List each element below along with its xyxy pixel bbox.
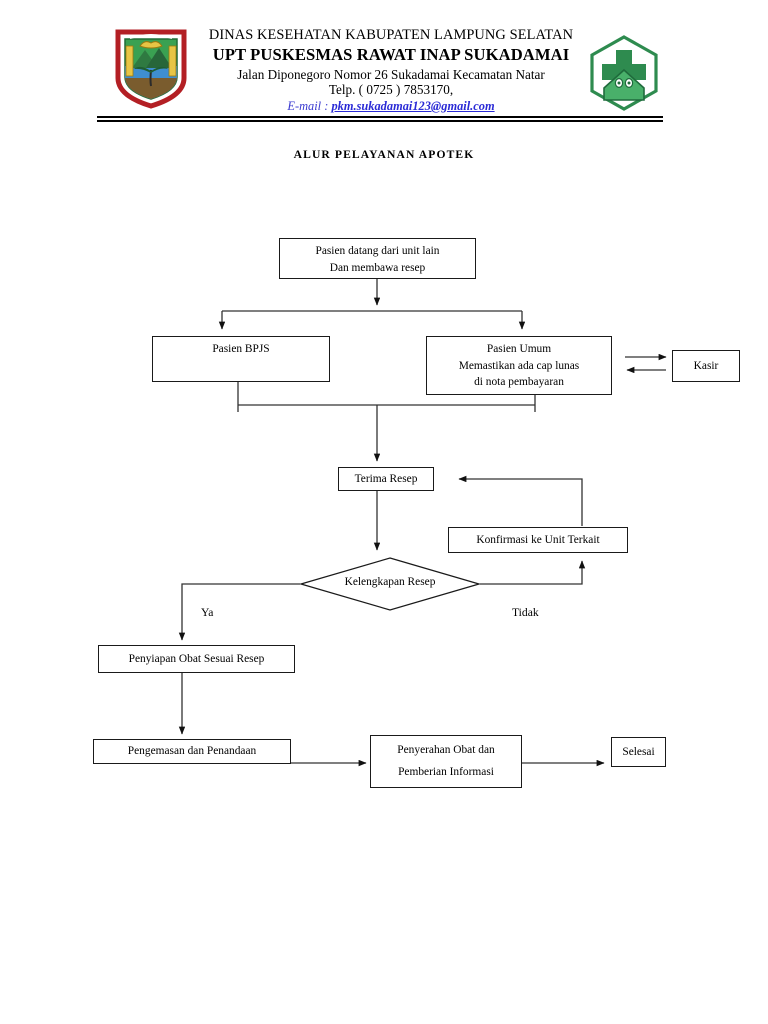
email-label: E-mail : (287, 98, 329, 113)
flow-node-penyerahan-obat-line2: Pemberian Informasi (398, 765, 494, 778)
flow-node-start-line2: Dan membawa resep (329, 261, 426, 274)
flow-node-kasir[interactable]: Kasir (672, 350, 740, 382)
organization-parent-name: DINAS KESEHATAN KABUPATEN LAMPUNG SELATA… (208, 27, 574, 43)
flow-node-selesai[interactable]: Selesai (611, 737, 666, 767)
organization-name: UPT PUSKESMAS RAWAT INAP SUKADAMAI (212, 44, 570, 64)
organization-phone: Telp. ( 0725 ) 7853170, (328, 82, 454, 98)
branch-label-tidak: Tidak (512, 606, 539, 619)
flow-node-kasir-label: Kasir (693, 359, 719, 372)
puskesmas-logo-icon (586, 34, 662, 112)
flow-node-pasien-bpjs-label: Pasien BPJS (212, 343, 270, 355)
flow-node-pasien-bpjs[interactable]: Pasien BPJS (152, 336, 330, 382)
letterhead-text: DINAS KESEHATAN KABUPATEN LAMPUNG SELATA… (196, 27, 586, 113)
page-title: ALUR PELAYANAN APOTEK (293, 148, 475, 161)
flow-node-kelengkapan-resep[interactable]: Kelengkapan Resep (298, 557, 482, 611)
organization-email-line: E-mail : pkm.sukadamai123@gmail.com (196, 99, 586, 114)
flow-node-terima-resep-label: Terima Resep (354, 472, 418, 485)
flow-node-start[interactable]: Pasien datang dari unit lain Dan membawa… (279, 238, 476, 279)
email-address-link[interactable]: pkm.sukadamai123@gmail.com (331, 98, 495, 113)
lampung-selatan-regency-emblem-icon (112, 26, 190, 110)
flow-node-konfirmasi-unit-terkait[interactable]: Konfirmasi ke Unit Terkait (448, 527, 628, 553)
letterhead: DINAS KESEHATAN KABUPATEN LAMPUNG SELATA… (0, 0, 768, 132)
flow-node-selesai-label: Selesai (622, 745, 655, 758)
flow-node-pasien-umum-line2: Memastikan ada cap lunas (458, 359, 580, 372)
branch-label-ya: Ya (201, 606, 214, 619)
flow-node-pasien-umum[interactable]: Pasien Umum Memastikan ada cap lunas di … (426, 336, 612, 395)
flow-node-pengemasan-penandaan[interactable]: Pengemasan dan Penandaan (93, 739, 291, 764)
flow-node-terima-resep[interactable]: Terima Resep (338, 467, 434, 491)
flow-node-penyiapan-obat[interactable]: Penyiapan Obat Sesuai Resep (98, 645, 295, 673)
flow-node-penyiapan-obat-label: Penyiapan Obat Sesuai Resep (128, 652, 265, 665)
flow-node-penyerahan-obat[interactable]: Penyerahan Obat dan Pemberian Informasi (370, 735, 522, 788)
flow-node-penyerahan-obat-line1: Penyerahan Obat dan (397, 744, 495, 756)
flow-node-start-line1: Pasien datang dari unit lain (315, 245, 440, 257)
flow-node-pengemasan-penandaan-label: Pengemasan dan Penandaan (127, 745, 257, 758)
flow-node-kelengkapan-resep-label: Kelengkapan Resep (344, 576, 436, 588)
organization-address: Jalan Diponegoro Nomor 26 Sukadamai Keca… (237, 66, 545, 82)
header-divider (97, 116, 663, 122)
flow-node-pasien-umum-line3: di nota pembayaran (474, 376, 564, 389)
flow-node-pasien-umum-line1: Pasien Umum (486, 343, 552, 355)
flow-node-konfirmasi-label: Konfirmasi ke Unit Terkait (476, 533, 600, 546)
